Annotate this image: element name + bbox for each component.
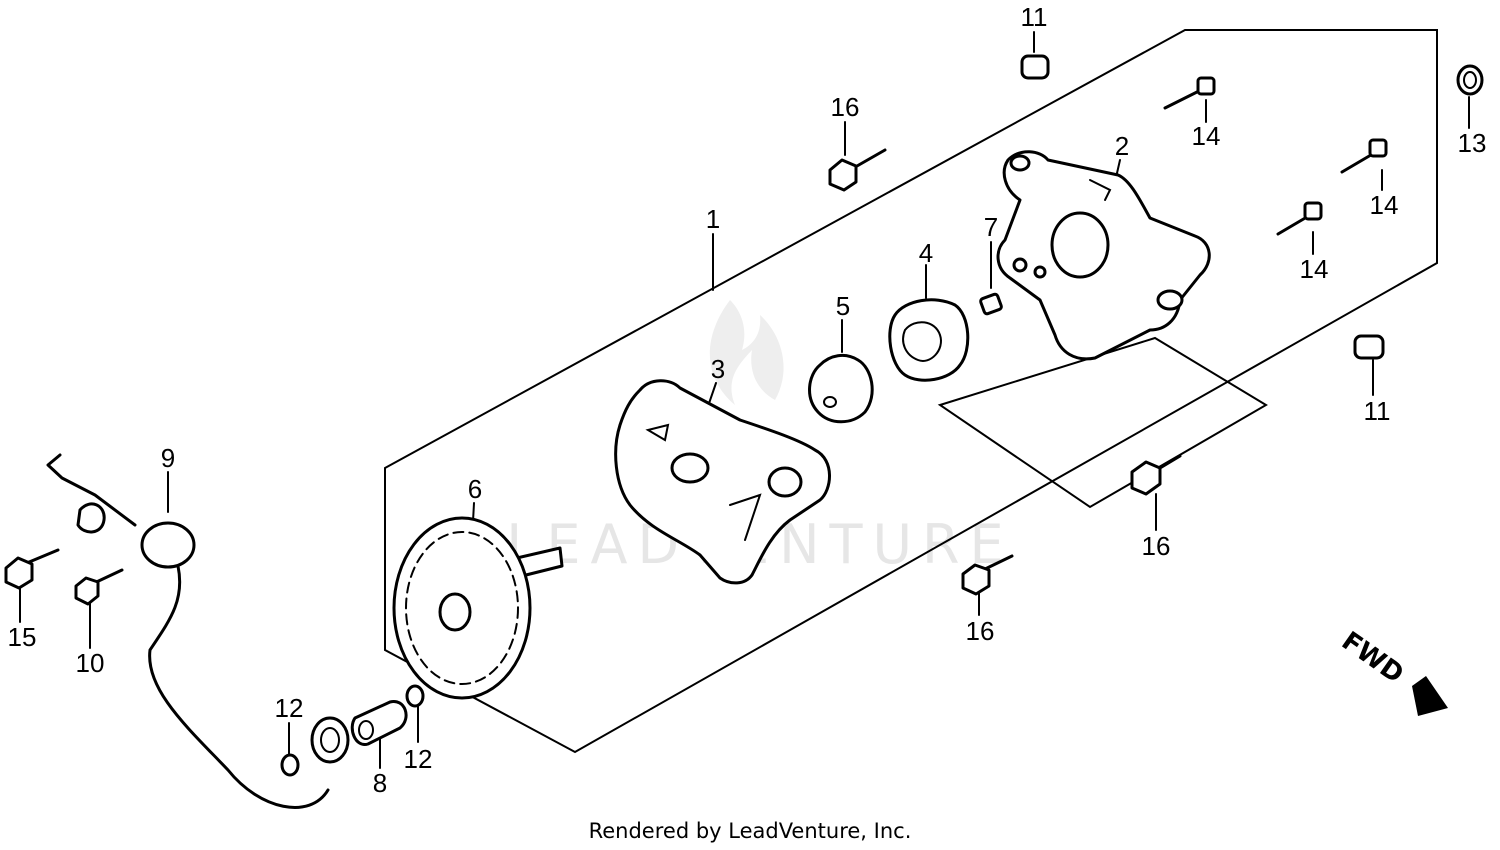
pump-body	[996, 150, 1211, 361]
o-ring	[1456, 64, 1484, 96]
fwd-direction-arrow: FWD	[1336, 626, 1448, 716]
pump-cover	[614, 379, 831, 585]
outer-rotor	[888, 298, 970, 382]
leader-lines	[19, 31, 1470, 769]
inner-rotor	[808, 353, 874, 424]
sealing-washer-left	[280, 753, 300, 777]
label-13: 13	[1458, 128, 1487, 158]
label-10: 10	[76, 648, 105, 678]
label-16-bottom: 16	[966, 616, 995, 646]
label-2: 2	[1115, 131, 1129, 161]
terminal-ring	[310, 716, 350, 764]
bolt-15	[4, 548, 60, 590]
label-12-left: 12	[275, 693, 304, 723]
label-11-top: 11	[1021, 2, 1048, 32]
bolt-14-mid	[1276, 201, 1323, 236]
label-14-mid: 14	[1300, 254, 1329, 284]
assembly-outline	[384, 29, 1438, 754]
drive-sprocket	[392, 516, 564, 700]
part-number-labels: 1 2 3 4 5 6 7 8 9 10 11 11 12 12 13 14 1…	[8, 2, 1487, 798]
sealing-washer-right	[405, 684, 425, 708]
label-14-right: 14	[1370, 190, 1399, 220]
bolt-16-bottom	[961, 554, 1014, 596]
oil-pressure-switch	[46, 453, 330, 809]
label-4: 4	[919, 238, 933, 268]
bolt-10	[74, 568, 124, 606]
label-1: 1	[706, 204, 720, 234]
flame-logo-icon	[709, 300, 784, 405]
label-8: 8	[373, 768, 387, 798]
bolt-16-top	[828, 148, 887, 192]
bolt-16-right	[1130, 454, 1182, 496]
dowel-pin	[979, 292, 1003, 316]
label-7: 7	[984, 212, 998, 242]
bolt-14-top	[1163, 76, 1216, 110]
label-15: 15	[8, 622, 37, 652]
label-16-top: 16	[831, 92, 860, 122]
bolt-14-right	[1340, 138, 1388, 174]
label-16-right: 16	[1142, 531, 1171, 561]
collar-top	[1020, 54, 1050, 80]
label-12-right: 12	[404, 744, 433, 774]
label-5: 5	[836, 291, 850, 321]
label-3: 3	[711, 354, 725, 384]
label-6: 6	[468, 474, 482, 504]
switch-fitting	[350, 700, 408, 746]
fwd-arrow-icon	[1412, 676, 1448, 716]
label-11-right: 11	[1364, 396, 1391, 426]
footer-credit: Rendered by LeadVenture, Inc.	[589, 819, 912, 843]
label-14-top: 14	[1192, 121, 1221, 151]
fwd-label: FWD	[1336, 626, 1409, 690]
label-9: 9	[161, 443, 175, 473]
collar-right	[1353, 334, 1385, 360]
